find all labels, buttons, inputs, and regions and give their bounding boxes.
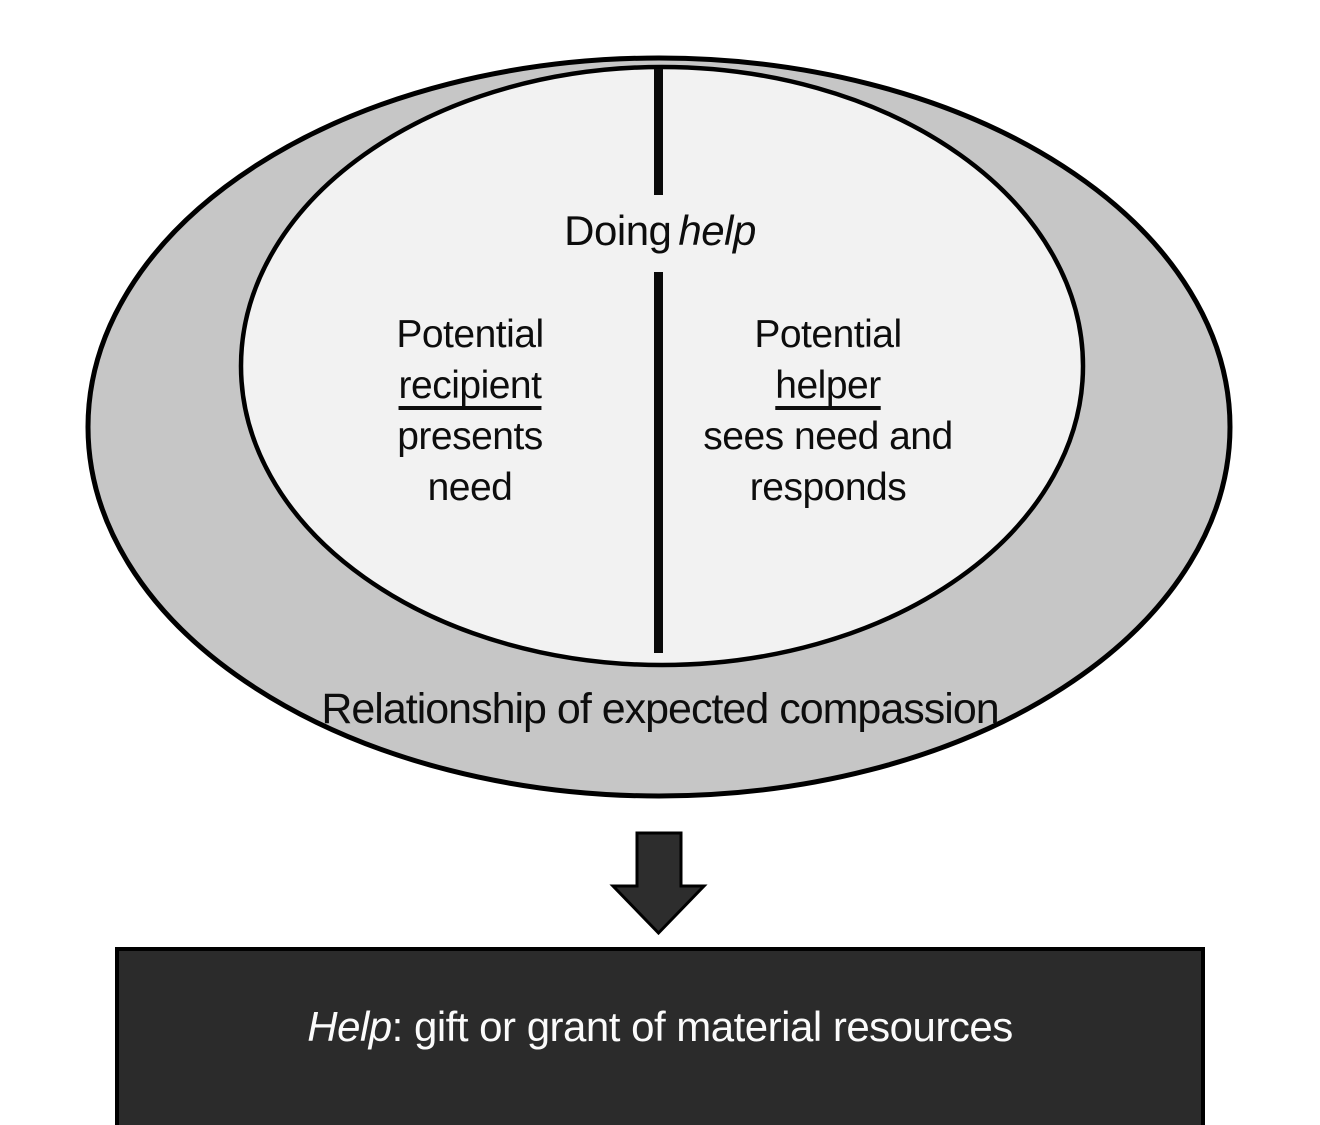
- result-box-label: Help: gift or grant of material resource…: [160, 1001, 1160, 1053]
- left-half-line2: recipient: [310, 360, 630, 411]
- outer-ellipse-label: Relationship of expected compassion: [321, 685, 999, 733]
- inner-ellipse-title-emphasis: help: [678, 207, 756, 254]
- right-half-underlined-word: helper: [775, 364, 881, 407]
- divider-line-lower: [654, 272, 663, 653]
- left-half-underlined-word: recipient: [398, 364, 542, 407]
- right-half-line2: helper: [668, 360, 988, 411]
- result-box-label-emphasis: Help: [307, 1003, 392, 1050]
- divider-line-upper: [654, 69, 663, 195]
- left-half-line4: need: [427, 466, 513, 509]
- left-half-line3: presents: [397, 415, 543, 458]
- right-half-line3: sees need and: [703, 415, 953, 458]
- left-half-line1: Potential: [396, 313, 544, 356]
- right-half-line1: Potential: [754, 313, 902, 356]
- right-half-line4: responds: [749, 466, 907, 509]
- result-box-label-text: : gift or grant of material resources: [391, 1003, 1014, 1050]
- down-arrow-icon: [609, 831, 708, 936]
- left-half-text: Potential recipient presents need: [310, 309, 630, 513]
- result-box: [115, 947, 1205, 1125]
- inner-ellipse-title-prefix: Doing: [564, 207, 672, 254]
- right-half-text: Potential helper sees need and responds: [668, 309, 988, 513]
